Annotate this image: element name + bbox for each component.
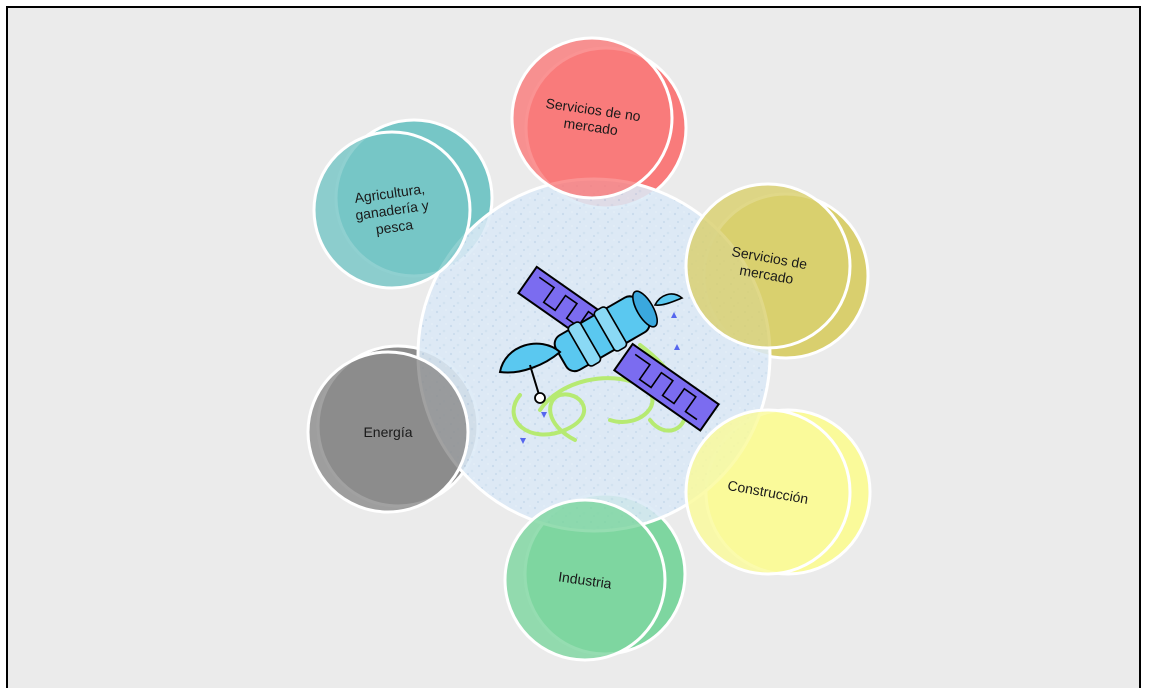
- agriculture-bubble: Agricultura,ganadería ypesca: [312, 130, 472, 290]
- energy-label-line: Energía: [363, 424, 412, 440]
- construction-bubble: Construcción: [684, 408, 852, 576]
- energy-bubble: Energía: [306, 350, 470, 514]
- industry-label: Industria: [557, 568, 613, 591]
- energy-label: Energía: [363, 424, 412, 440]
- agriculture-label: Agricultura,ganadería ypesca: [352, 180, 432, 240]
- no-market-services-label-line: mercado: [563, 115, 619, 138]
- agriculture-bubble-face: [312, 130, 472, 290]
- construction-bubble-face: [684, 408, 852, 576]
- market-services-bubble-face: [684, 182, 852, 350]
- no-market-services-bubble: Servicios de nomercado: [510, 36, 674, 200]
- industry-bubble: Industria: [503, 498, 667, 662]
- no-market-services-bubble-face: [510, 36, 674, 200]
- industry-label-line: Industria: [557, 568, 613, 591]
- energy-bubble-face: [306, 350, 470, 514]
- satellite-icon: [498, 265, 721, 444]
- industry-bubble-face: [503, 498, 667, 662]
- market-services-bubble: Servicios demercado: [684, 182, 852, 350]
- agriculture-label-line: pesca: [375, 216, 414, 237]
